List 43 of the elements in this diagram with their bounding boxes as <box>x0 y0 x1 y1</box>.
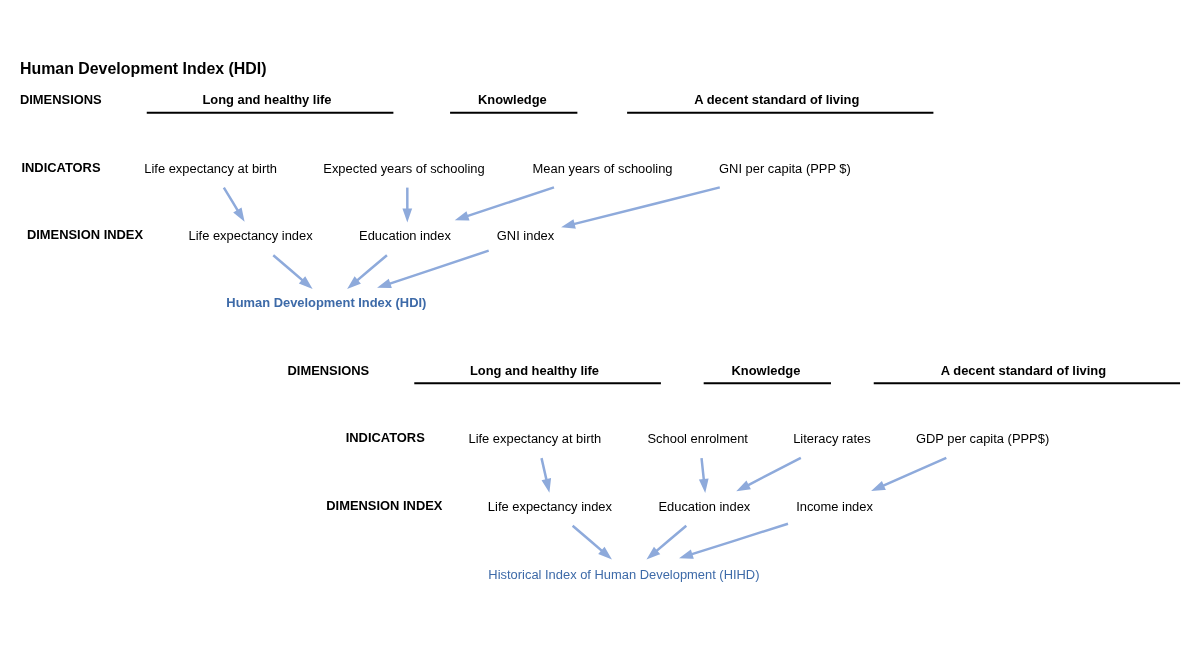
label: Long and healthy life <box>202 91 332 107</box>
label: A decent standard of living <box>940 362 1107 378</box>
label: A decent standard of living <box>694 91 860 107</box>
arrow <box>377 248 490 288</box>
arrow <box>736 456 802 491</box>
node-text: GDP per capita (PPP$) <box>916 430 1050 446</box>
node-text: Education index <box>359 227 451 243</box>
arrow <box>222 186 245 222</box>
node-text: Mean years of schooling <box>532 160 673 176</box>
label: Knowledge <box>731 362 801 378</box>
label: DIMENSIONS <box>287 362 370 378</box>
node-text: School enrolment <box>647 430 748 446</box>
arrow <box>454 185 555 220</box>
arrow <box>679 522 789 559</box>
label: DIMENSION INDEX <box>326 497 443 513</box>
node-text: Life expectancy at birth <box>468 430 602 446</box>
label: DIMENSIONS <box>19 91 102 107</box>
arrow <box>402 187 413 222</box>
label: INDICATORS <box>345 429 425 445</box>
arrow <box>571 524 612 559</box>
label: INDICATORS <box>21 159 101 175</box>
label: Knowledge <box>477 91 547 107</box>
node-text: Income index <box>796 498 873 514</box>
node-text: Literacy rates <box>793 430 871 446</box>
label: DIMENSION INDEX <box>26 226 144 242</box>
node-text: GNI index <box>496 227 555 243</box>
node-text: GNI per capita (PPP $) <box>719 160 851 176</box>
arrow <box>347 253 388 289</box>
arrow <box>540 457 552 493</box>
node-text: Life expectancy index <box>487 498 612 514</box>
node-text: Human Development Index (HDI) <box>226 294 427 310</box>
node-text: Education index <box>658 498 751 514</box>
arrow <box>698 457 709 493</box>
arrow <box>561 185 721 229</box>
arrow <box>272 253 313 289</box>
node-text: Life expectancy index <box>188 227 313 243</box>
arrow <box>646 524 688 559</box>
arrow <box>871 456 947 491</box>
label: Long and healthy life <box>469 362 600 378</box>
diagram-title: Human Development Index (HDI) <box>19 59 267 77</box>
node-text: Life expectancy at birth <box>144 160 277 176</box>
node-text: Historical Index of Human Development (HIHD) <box>488 566 760 581</box>
node-text: Expected years of schooling <box>323 160 485 176</box>
